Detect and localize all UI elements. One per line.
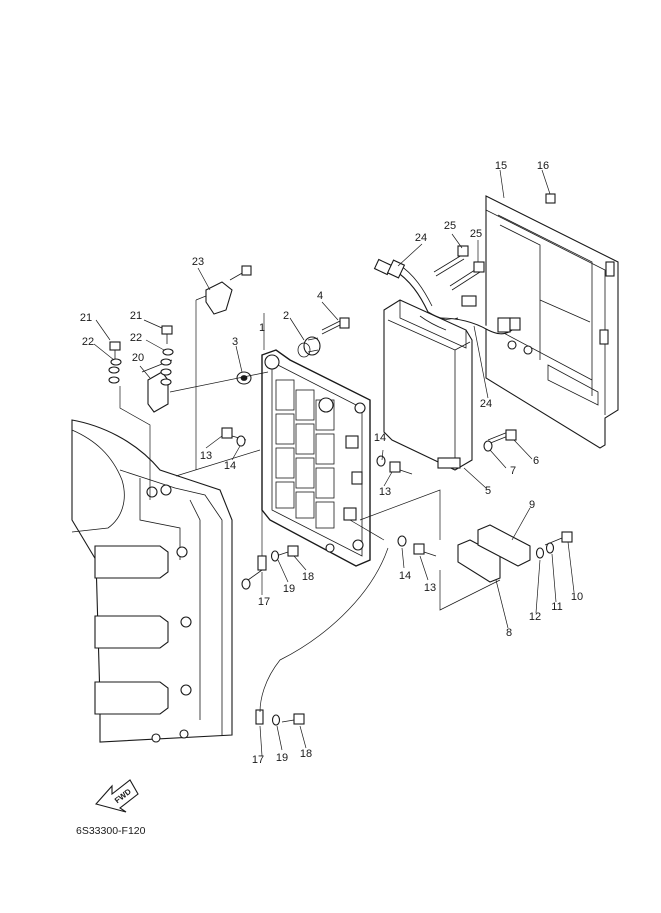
callout-13: 13 — [424, 582, 436, 594]
callout-2: 2 — [283, 310, 289, 322]
fwd-arrow-icon: FWD — [94, 779, 139, 813]
callout-10: 10 — [571, 591, 583, 603]
control-unit-part-5 — [383, 299, 473, 471]
callout-9: 9 — [529, 499, 535, 511]
bolt-part-13 — [221, 427, 437, 557]
callout-21: 21 — [130, 310, 142, 322]
callout-19: 19 — [276, 752, 288, 764]
callout-14: 14 — [374, 432, 386, 444]
callout-12: 12 — [529, 611, 541, 623]
leader-lines — [93, 169, 575, 757]
callout-16: 16 — [537, 160, 549, 172]
callout-25: 25 — [444, 220, 456, 232]
washer-part-11 — [545, 542, 555, 554]
callout-22: 22 — [82, 336, 94, 348]
callout-14: 14 — [399, 570, 411, 582]
callout-5: 5 — [485, 485, 491, 497]
screw-part-16 — [545, 193, 556, 204]
connector-part-17 — [241, 555, 267, 725]
clamp-part-20 — [141, 359, 173, 413]
callout-25: 25 — [470, 228, 482, 240]
washer-part-19 — [270, 550, 281, 726]
bracket-part-9 — [477, 524, 531, 567]
washer-part-22 — [108, 348, 174, 386]
callout-21: 21 — [80, 312, 92, 324]
wire-harness-part-24 — [373, 258, 533, 355]
callout-13: 13 — [200, 450, 212, 462]
bolt-part-18 — [275, 545, 305, 725]
washer-part-14 — [236, 435, 407, 547]
callout-4: 4 — [317, 290, 323, 302]
callout-24: 24 — [480, 398, 492, 410]
callout-19: 19 — [283, 583, 295, 595]
bracket-plate-part-1 — [261, 349, 371, 567]
callout-1: 1 — [259, 322, 265, 334]
callout-18: 18 — [302, 571, 314, 583]
callout-17: 17 — [258, 596, 270, 608]
callout-23: 23 — [192, 256, 204, 268]
callout-20: 20 — [132, 352, 144, 364]
callout-17: 17 — [252, 754, 264, 766]
washer-part-12 — [535, 547, 545, 559]
cable-ties-part-25 — [433, 245, 485, 291]
engine-block — [71, 419, 233, 743]
bolt-part-6 — [487, 429, 517, 445]
cover-part-15 — [485, 195, 619, 449]
callout-8: 8 — [506, 627, 512, 639]
bolt-part-4 — [321, 317, 350, 335]
callout-labels: 1 2 3 4 5 6 7 8 9 10 11 12 13 14 14 13 1… — [80, 160, 583, 766]
callout-22: 22 — [130, 332, 142, 344]
callout-3: 3 — [232, 336, 238, 348]
washer-part-7 — [483, 440, 493, 452]
bracket-part-23 — [205, 265, 252, 315]
callout-14: 14 — [224, 460, 236, 472]
callout-18: 18 — [300, 748, 312, 760]
callout-24: 24 — [415, 232, 427, 244]
callout-13: 13 — [379, 486, 391, 498]
callout-6: 6 — [533, 455, 539, 467]
callout-7: 7 — [510, 465, 516, 477]
callout-15: 15 — [495, 160, 507, 172]
bolt-part-21 — [109, 325, 173, 360]
grommet-part-2 — [297, 336, 321, 358]
diagram-code: 6S33300-F120 — [76, 825, 146, 837]
callout-11: 11 — [551, 601, 562, 613]
